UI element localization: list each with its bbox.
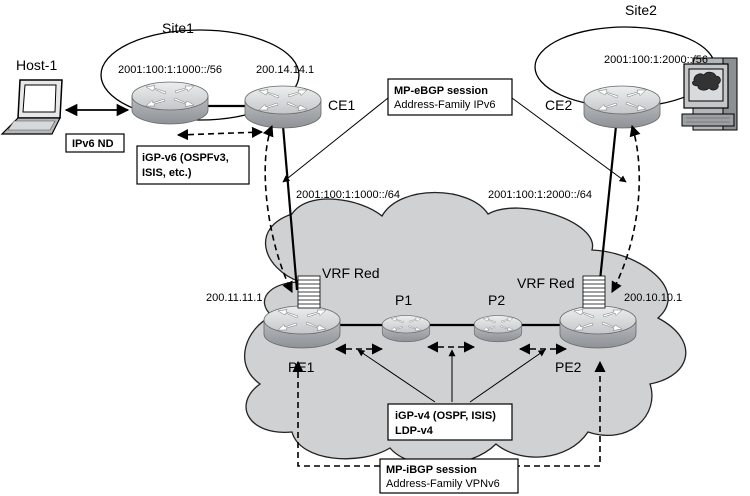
site2-prefix: 2001:100:1:2000::/56: [604, 54, 708, 66]
ce2-router: [583, 85, 661, 129]
pe1-address: 200.11.11.1: [206, 292, 262, 304]
ce1-address: 200.14.14.1: [256, 64, 314, 76]
pe2-router: [559, 305, 637, 349]
mp-ebgp-title: MP-eBGP session: [394, 85, 488, 97]
pe2-label: PE2: [555, 359, 582, 375]
vrf-left-label: VRF Red: [322, 265, 380, 281]
ce2-label: CE2: [545, 97, 572, 113]
workstation-icon: [681, 57, 738, 131]
ipv6nd-label: IPv6 ND: [72, 138, 114, 150]
p2-router: [473, 315, 523, 343]
p2-label: P2: [488, 292, 505, 308]
ce2-pe2-link-prefix: 2001:100:1:2000::/64: [488, 189, 592, 201]
mp-ibgp-title: MP-iBGP session: [386, 464, 477, 476]
pointer-lines: [282, 97, 627, 403]
host1-label: Host-1: [16, 57, 57, 73]
ce1-pe1-link-prefix: 2001:100:1:1000::/64: [296, 189, 400, 201]
site2-label: Site2: [625, 2, 657, 18]
ce1-router: [244, 85, 322, 129]
igp-v6-line1: iGP-v6 (OSPFv3,: [142, 152, 229, 164]
ce1-label: CE1: [328, 97, 355, 113]
site1-prefix: 2001:100:1:1000::/56: [118, 64, 222, 76]
provider-cloud: [244, 191, 687, 466]
vrf-table-left: [297, 275, 321, 309]
p1-router: [381, 315, 431, 343]
pe2-address: 200.10.10.1: [624, 292, 682, 304]
mp-ebgp-af: Address-Family IPv6: [394, 99, 495, 111]
label-boxes: [65, 78, 519, 494]
p1-label: P1: [395, 292, 412, 308]
igp-v6-line2: ISIS, etc.): [142, 167, 192, 179]
pe1-label: PE1: [288, 359, 315, 375]
site1-ring: [100, 29, 300, 121]
pe1-router: [263, 305, 341, 349]
mp-ibgp-af: Address-Family VPNv6: [386, 478, 500, 490]
laptop-icon: [0, 79, 63, 135]
igp-v4-line1: iGP-v4 (OSPF, ISIS): [395, 410, 496, 422]
igp-v4-line2: LDP-v4: [395, 425, 434, 437]
vrf-table-right: [582, 275, 606, 309]
site1-label: Site1: [162, 20, 194, 36]
site1-router: [131, 81, 209, 125]
vrf-right-label: VRF Red: [517, 275, 575, 291]
